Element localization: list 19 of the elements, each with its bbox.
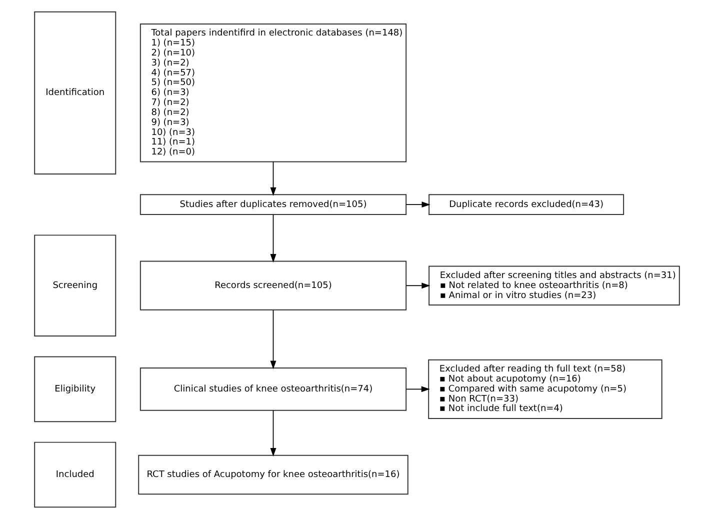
arrow <box>270 214 276 263</box>
arrow <box>405 386 430 392</box>
node-box: Records screened(n=105) <box>139 260 406 310</box>
arrow <box>270 161 276 196</box>
arrow <box>405 202 430 208</box>
node-box: Clinical studies of knee osteoarthritis(n=74) <box>139 368 406 411</box>
arrow <box>270 410 276 457</box>
node-box: Identification <box>34 11 116 174</box>
node-box: RCT studies of Acupotomy for knee osteoarthritis(n=16) <box>138 454 408 495</box>
node-box: Excluded after screening titles and abstracts (n=31) ▪ Not related to knee osteoarthritis (n=8) ▪ Animal or in vitro studies (n=23) <box>428 266 680 306</box>
arrow <box>405 282 430 289</box>
node-box: Duplicate records excluded(n=43) <box>428 194 624 215</box>
node-box: Excluded after reading th full text (n=58) ▪ Not about acupotomy (n=16) ▪ Compared with same acupotomy (n=5) ▪ Non RCT(n=33) ▪ Not include full text(n=4) <box>428 359 662 419</box>
node-box: Eligibility <box>34 356 116 422</box>
arrow <box>270 310 276 370</box>
node-box: Screening <box>34 234 116 337</box>
node-box: Included <box>34 442 116 508</box>
node-box: Studies after duplicates removed(n=105) <box>139 194 406 215</box>
node-box: Total papers indentifird in electronic databases (n=148) 1) (n=15) 2) (n=10) 3) (n=2) 4) (n=57) 5) (n=50) 6) (n=3) 7) (n=2) 8) (n=2) 9) (n=3) 10) (n=3) 11) (n=1) 12) (n=0) <box>139 24 406 162</box>
